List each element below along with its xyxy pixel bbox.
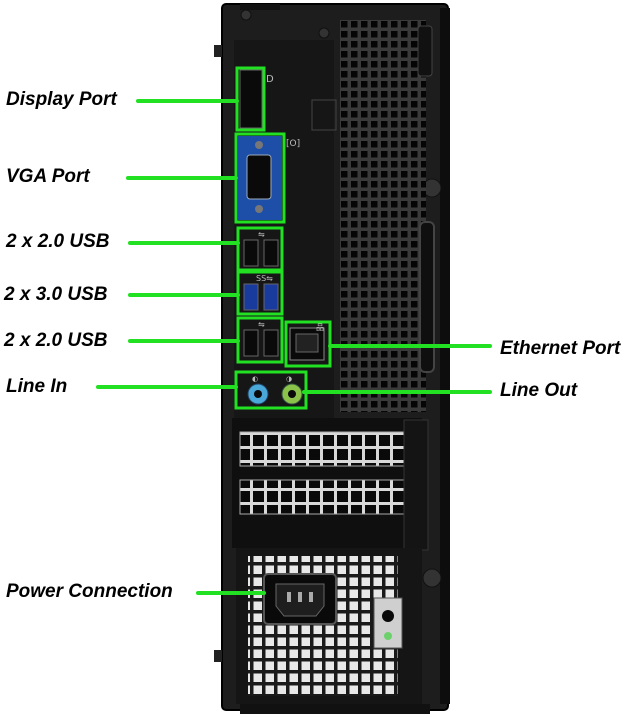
usb2-bottom-port (243, 329, 259, 357)
label-line-in: Line In (6, 376, 68, 397)
usb-icon: ⇋ (258, 320, 265, 329)
chassis-edge (440, 8, 450, 704)
power-pin (287, 592, 291, 602)
vga-icon: [O] (286, 139, 300, 149)
pci-slot-bracket (403, 419, 429, 551)
line-out-jack-hole (288, 390, 296, 398)
psu-led (384, 632, 392, 640)
usb2-bottom-port (263, 329, 279, 357)
usb2-top-port (263, 239, 279, 267)
displayport-icon: D (266, 74, 274, 85)
label-line-out: Line Out (500, 380, 578, 401)
usb-icon: ⇋ (258, 230, 265, 239)
main-vent-grille (340, 20, 426, 412)
handle-bracket (419, 221, 435, 373)
screw-icon (422, 568, 442, 588)
callout-lines (96, 99, 492, 595)
foot-top (240, 4, 280, 10)
usb3-port (263, 283, 279, 311)
usb3-port (243, 283, 259, 311)
vga-port (246, 154, 272, 200)
power-pin (298, 592, 302, 602)
handle-latch (417, 25, 433, 77)
side-tab (214, 650, 222, 662)
usb2-top-highlight (236, 226, 284, 272)
line-in-jack-hole (254, 390, 262, 398)
display-port (239, 69, 263, 129)
headphone-icon: ◐ (252, 375, 258, 383)
label-usb2-top: 2 x 2.0 USB (6, 231, 110, 252)
ethernet-port-inner (295, 333, 319, 353)
screw-icon (240, 9, 252, 21)
vga-screw (255, 141, 263, 149)
label-usb3: 2 x 3.0 USB (4, 284, 108, 305)
power-pin (309, 592, 313, 602)
label-display-port: Display Port (6, 89, 117, 110)
label-vga-port: VGA Port (6, 166, 90, 187)
headphone-icon: ◑ (286, 375, 292, 383)
side-tab (214, 45, 222, 57)
ss-usb-icon: SS⇋ (256, 274, 273, 283)
vga-screw (255, 205, 263, 213)
pci-slot-cover (239, 431, 411, 467)
io-plate-recess (311, 99, 337, 131)
psu-test-button (382, 610, 394, 622)
label-power-connection: Power Connection (6, 581, 173, 602)
pci-slot-cover (239, 479, 411, 515)
psu-test-button-panel (373, 597, 403, 649)
network-icon: 品 (316, 323, 324, 332)
usb2-top-port (243, 239, 259, 267)
label-usb2-bottom: 2 x 2.0 USB (4, 330, 108, 351)
screw-icon (318, 27, 330, 39)
foot-bottom (240, 704, 430, 714)
label-ethernet-port: Ethernet Port (500, 338, 621, 359)
